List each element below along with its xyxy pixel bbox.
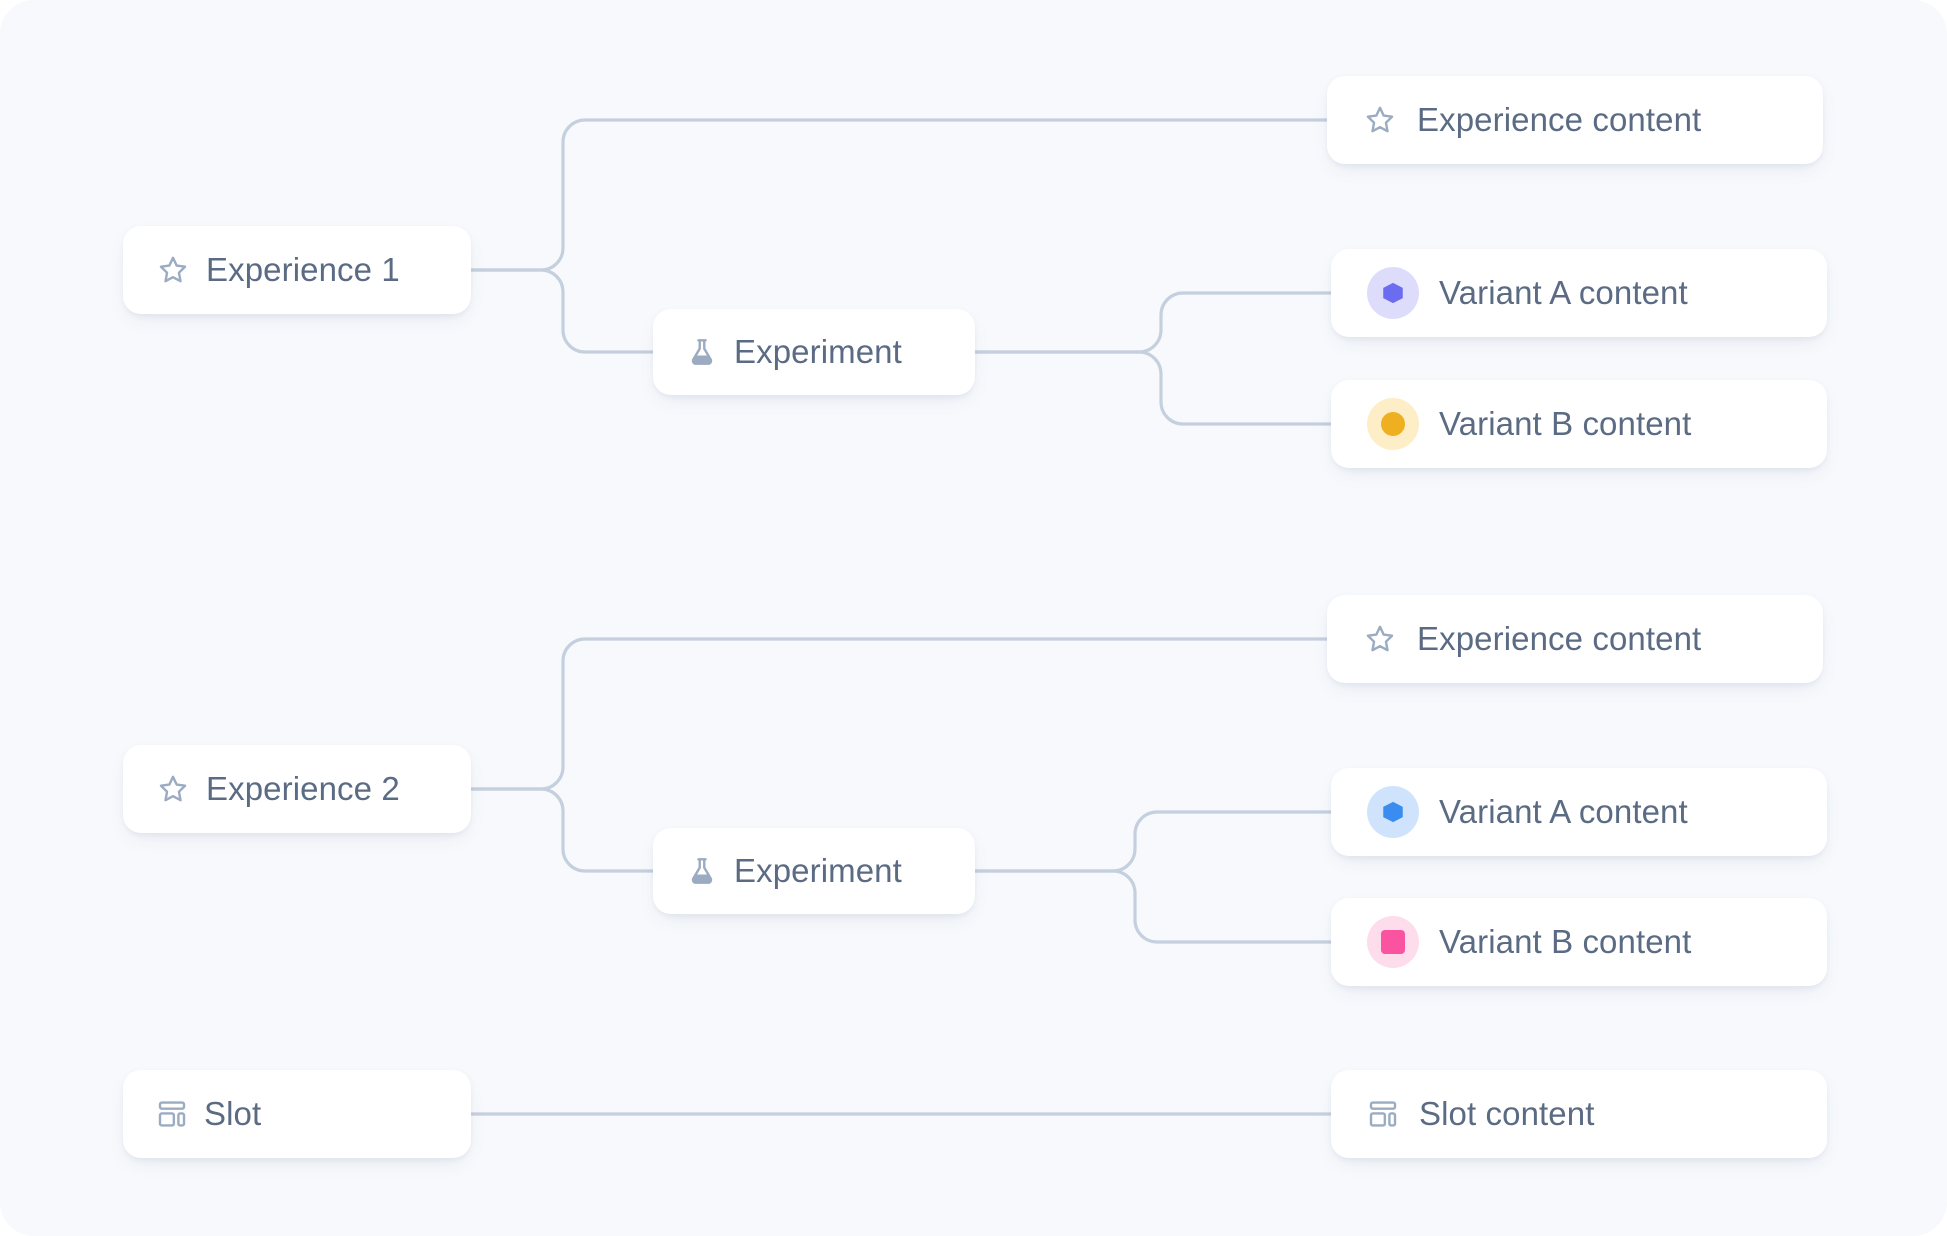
node-label: Experience 2 <box>206 770 400 807</box>
star-icon <box>156 253 190 287</box>
node-label: Experiment <box>734 852 902 889</box>
node-variant-a-content-2[interactable]: Variant A content <box>1331 768 1827 856</box>
node-label: Slot content <box>1419 1095 1595 1132</box>
circle-icon <box>1367 398 1419 450</box>
node-variant-b-content-1[interactable]: Variant B content <box>1331 380 1827 468</box>
node-variant-b-content-2[interactable]: Variant B content <box>1331 898 1827 986</box>
node-experience-content-1[interactable]: Experience content <box>1327 76 1823 164</box>
node-experience-2[interactable]: Experience 2 <box>123 745 471 833</box>
node-label: Variant A content <box>1439 274 1688 311</box>
node-label: Slot <box>204 1095 262 1132</box>
flask-icon <box>686 336 718 368</box>
node-label: Experiment <box>734 333 902 370</box>
star-icon <box>156 772 190 806</box>
node-label: Variant B content <box>1439 405 1692 442</box>
flask-icon <box>686 855 718 887</box>
node-experiment-1[interactable]: Experiment <box>653 309 975 395</box>
node-experiment-2[interactable]: Experiment <box>653 828 975 914</box>
node-experience-content-2[interactable]: Experience content <box>1327 595 1823 683</box>
hexagon-icon <box>1367 267 1419 319</box>
square-icon <box>1367 916 1419 968</box>
node-label: Experience 1 <box>206 251 400 288</box>
node-slot[interactable]: Slot <box>123 1070 471 1158</box>
star-icon <box>1363 103 1397 137</box>
layout-icon <box>156 1098 188 1130</box>
node-label: Experience content <box>1417 101 1702 138</box>
node-variant-a-content-1[interactable]: Variant A content <box>1331 249 1827 337</box>
node-slot-content[interactable]: Slot content <box>1331 1070 1827 1158</box>
layout-icon <box>1367 1098 1399 1130</box>
node-label: Variant B content <box>1439 923 1692 960</box>
node-label: Variant A content <box>1439 793 1688 830</box>
hexagon-icon <box>1367 786 1419 838</box>
node-label: Experience content <box>1417 620 1702 657</box>
node-experience-1[interactable]: Experience 1 <box>123 226 471 314</box>
star-icon <box>1363 622 1397 656</box>
